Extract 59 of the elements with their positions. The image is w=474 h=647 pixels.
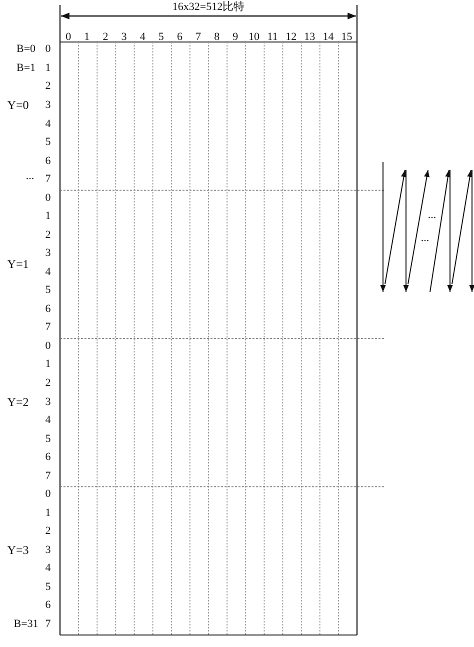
row-number: 7: [45, 618, 51, 630]
ellipsis: ...: [428, 209, 436, 221]
row-number: 7: [45, 173, 51, 186]
bit-label: B=1: [16, 62, 36, 74]
row-number: 0: [45, 340, 51, 352]
row-number: 3: [45, 99, 51, 111]
column-number: 8: [214, 31, 220, 43]
block-label: Y=3: [7, 544, 29, 556]
row-number: 2: [45, 525, 51, 538]
row-number: 7: [45, 470, 51, 482]
row-number: 1: [45, 210, 51, 222]
row-number: 4: [45, 266, 51, 278]
row-number: 1: [45, 62, 51, 74]
row-number: 4: [45, 414, 51, 426]
bit-label: B=0: [16, 43, 36, 56]
row-number: 2: [45, 228, 51, 241]
column-number: 7: [196, 31, 202, 43]
column-number: 6: [176, 31, 182, 43]
column-number: 15: [341, 31, 352, 43]
row-number: 0: [45, 43, 51, 56]
column-number: 9: [232, 31, 238, 43]
dimension-label: 16x32=512比特: [172, 1, 245, 13]
row-number: 3: [45, 544, 51, 556]
row-number: 5: [45, 136, 51, 148]
row-number: 7: [45, 321, 51, 334]
block-label: Y=1: [7, 258, 29, 270]
column-number: 5: [158, 31, 164, 43]
row-number: 2: [45, 376, 51, 389]
row-number: 4: [45, 118, 51, 130]
row-number: 0: [45, 488, 51, 500]
ellipsis: ...: [420, 232, 430, 244]
block-label: Y=2: [7, 396, 29, 408]
row-number: 5: [45, 580, 51, 593]
column-number: 13: [304, 31, 316, 43]
ellipsis: ...: [26, 170, 34, 182]
row-number: 2: [45, 80, 51, 92]
column-number: 14: [322, 31, 334, 43]
row-number: 1: [45, 506, 51, 519]
column-number: 3: [121, 31, 127, 43]
row-number: 6: [45, 154, 51, 167]
row-number: 4: [45, 562, 51, 574]
row-number: 3: [45, 247, 51, 260]
column-number: 0: [66, 31, 72, 43]
block-label: Y=0: [7, 99, 29, 111]
row-number: 6: [45, 302, 51, 315]
column-number: 2: [102, 31, 108, 43]
column-number: 10: [248, 31, 260, 43]
row-number: 0: [45, 192, 51, 204]
column-number: 1: [84, 31, 90, 43]
column-number: 12: [286, 31, 297, 43]
row-number: 5: [45, 432, 51, 445]
row-number: 3: [45, 396, 51, 408]
row-number: 6: [45, 599, 51, 612]
column-number: 4: [140, 31, 146, 43]
row-number: 6: [45, 451, 51, 464]
row-number: 5: [45, 284, 51, 296]
row-number: 1: [45, 358, 51, 370]
column-number: 11: [267, 31, 278, 43]
bit-label: B=31: [14, 618, 38, 630]
